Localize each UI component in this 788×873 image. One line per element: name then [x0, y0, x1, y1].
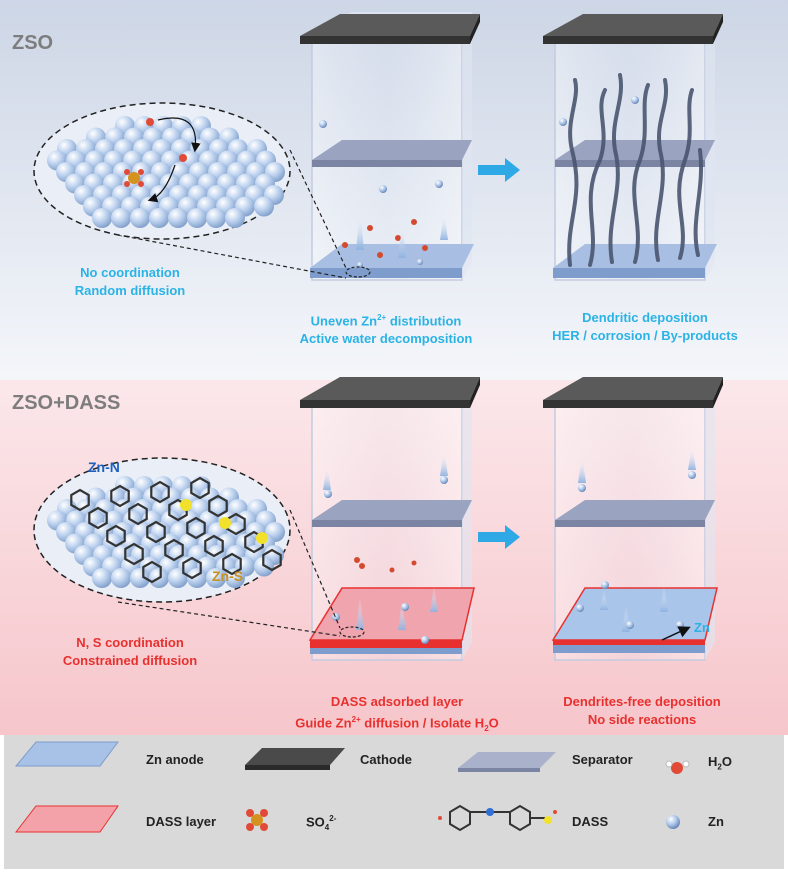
top-left-cell-caption-line-1: Uneven Zn2+ distribution: [310, 313, 462, 329]
legend-so4: SO42-: [306, 814, 337, 832]
bottom-right-cell: [543, 377, 723, 661]
zn-atom: [168, 208, 188, 228]
legend-dass: DASS: [572, 814, 609, 829]
bottom-right-cell-caption-line-2: No side reactions: [587, 712, 697, 727]
bottom-zoom-caption-line-2: Constrained diffusion: [62, 653, 198, 668]
bottom-arrow: [478, 525, 520, 549]
top-right-cell-caption-line-2: HER / corrosion / By-products: [552, 328, 738, 343]
bottom-right-cell-caption: Dendrites-free deposition No side reacti…: [522, 693, 762, 729]
dass-ring: [142, 560, 162, 584]
legend-dass-layer: DASS layer: [146, 814, 217, 829]
bottom-zoom-caption-line-1: N, S coordination: [76, 635, 184, 650]
legend-h2o: H2O: [708, 754, 732, 772]
bottom-left-cell-caption-line-1: DASS adsorbed layer: [330, 694, 464, 709]
zn-atom: [206, 208, 226, 228]
dass-ring: [182, 556, 202, 580]
legend-separator: Separator: [572, 752, 633, 767]
section-title-top: ZSO: [12, 32, 54, 54]
bottom-right-cell-caption-line-1: Dendrites-free deposition: [563, 694, 721, 709]
top-right-cell: [543, 12, 723, 281]
top-left-cell-caption: Uneven Zn2+ distribution Active water de…: [270, 309, 502, 348]
zn-atom: [254, 196, 274, 217]
dass-ring: [190, 476, 210, 500]
zn-n-label: Zn-N: [88, 459, 120, 475]
dass-ring: [164, 538, 184, 562]
legend-zn-anode: Zn anode: [146, 752, 204, 767]
dass-ring: [106, 524, 126, 548]
top-right-cell-caption: Dendritic deposition HER / corrosion / B…: [510, 309, 780, 345]
top-left-cell-caption-line-2: Active water decomposition: [299, 331, 473, 347]
section-title-bottom: ZSO+DASS: [12, 392, 121, 414]
top-zoom-caption-line-2: Random diffusion: [74, 283, 186, 298]
top-right-cell-caption-line-1: Dendritic deposition: [582, 310, 708, 325]
zn-atom: [111, 568, 131, 588]
bottom-zoom-circle: [33, 457, 341, 637]
bottom-left-cell: [300, 377, 480, 661]
dass-ring: [222, 552, 242, 576]
bottom-zoom-caption: N, S coordination Constrained diffusion: [60, 634, 200, 670]
top-zoom-caption: No coordination Random diffusion: [60, 264, 200, 300]
zn-atom: [130, 568, 150, 588]
dass-ring: [186, 516, 206, 540]
zn-atom: [225, 208, 245, 228]
top-left-cell: [300, 12, 480, 281]
zn-s-label: Zn-S: [212, 568, 244, 584]
zn-atom: [111, 208, 131, 228]
zn-atom: [187, 568, 207, 588]
dass-ring: [70, 488, 90, 512]
zn-atom: [168, 568, 188, 588]
dass-ring: [208, 494, 228, 518]
zn-atom: [92, 208, 112, 228]
zn-arrow-label: Zn: [694, 620, 710, 635]
top-zoom-caption-line-1: No coordination: [80, 265, 180, 280]
zn-atom: [187, 208, 207, 228]
dass-ring: [128, 502, 148, 526]
legend-cathode: Cathode: [360, 752, 412, 767]
dass-ring: [124, 542, 144, 566]
bottom-left-cell-caption: DASS adsorbed layer Guide Zn2+ diffusion…: [278, 693, 516, 738]
zn-atom: [130, 208, 150, 228]
dass-ring: [262, 548, 282, 572]
dass-ring: [110, 484, 130, 508]
legend-panel-bg: [4, 735, 784, 869]
zn-atom: [206, 568, 226, 588]
dass-ring: [88, 506, 108, 530]
bottom-left-cell-caption-line-2: Guide Zn2+ diffusion / Isolate H2O: [295, 715, 499, 733]
legend-zn: Zn: [708, 814, 724, 829]
zn-atom: [149, 208, 169, 228]
dass-ring: [150, 480, 170, 504]
zn-atom: [92, 568, 112, 588]
dass-ring: [204, 534, 224, 558]
dass-ring: [146, 520, 166, 544]
top-zoom-circle: [33, 102, 347, 279]
top-arrow: [478, 158, 520, 182]
legend-icons: [14, 741, 690, 833]
